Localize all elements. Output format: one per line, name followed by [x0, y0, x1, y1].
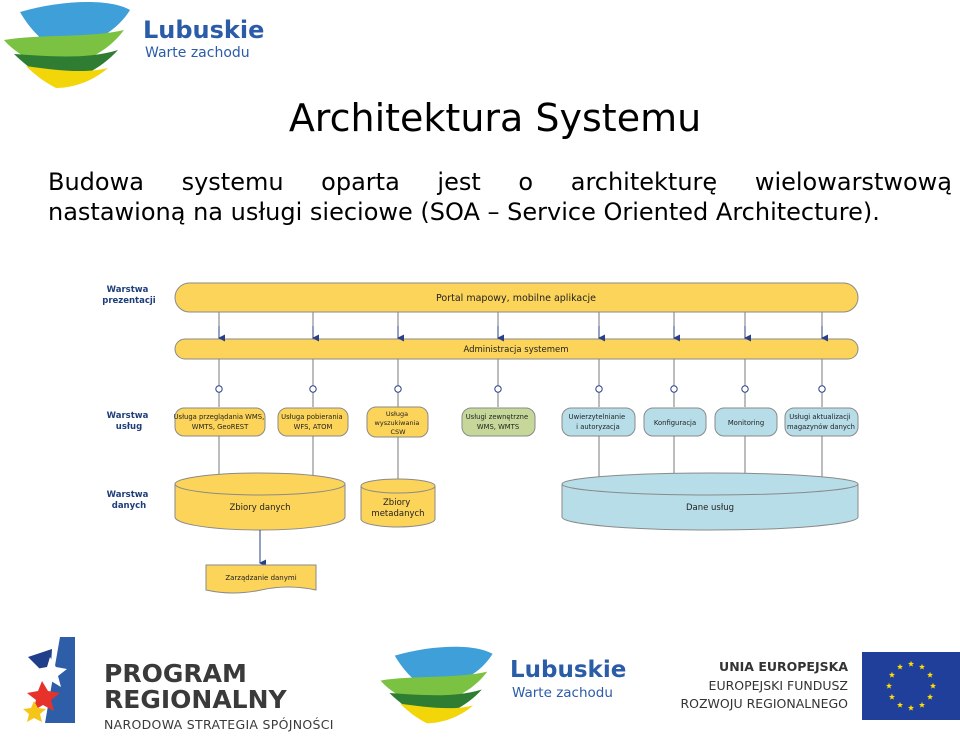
program-subtitle: NARODOWA STRATEGIA SPÓJNOŚCI — [104, 717, 334, 732]
footer-program-logo: PROGRAM REGIONALNY NARODOWA STRATEGIA SP… — [20, 635, 340, 735]
service-box-external: Usługi zewnętrzne WMS, WMTS — [461, 407, 536, 437]
eu-star-icon — [896, 701, 904, 708]
interface-circles — [215, 385, 826, 393]
program-regionalny-emblem-icon — [23, 637, 75, 723]
layer-label-data: Warstwa danych — [107, 490, 152, 511]
connector-lines — [218, 312, 823, 341]
service-box-update: Usługi aktualizacji magazynów danych — [784, 407, 859, 437]
lubuskie-emblem-icon — [380, 646, 493, 724]
svg-text:Zbiory metadanych: Zbiory metadanych — [371, 498, 424, 519]
diagram-canvas: Warstwa prezentacji Warstwa usług Warstw… — [102, 282, 859, 594]
portal-bar-label: Portal mapowy, mobilne aplikacje — [436, 293, 596, 304]
eu-star-icon — [918, 701, 926, 708]
svg-text:Dane usług: Dane usług — [686, 503, 734, 513]
management-document: Zarządzanie danymi — [205, 564, 317, 594]
program-line-1: PROGRAM — [104, 659, 247, 688]
eu-flag-icon — [862, 652, 960, 720]
eu-star-icon — [907, 704, 915, 711]
store-meta-cylinder: Zbiory metadanych — [360, 478, 436, 528]
service-box-config: Konfiguracja — [643, 407, 707, 437]
header-logo: Lubuskie Warte zachodu — [0, 0, 264, 90]
eu-star-icon — [885, 682, 893, 689]
eu-star-icon — [927, 671, 934, 678]
footer-lubuskie-tagline: Warte zachodu — [512, 685, 613, 701]
store-main-cylinder: Zbiory danych — [174, 472, 346, 531]
footer-lubuskie-name: Lubuskie — [510, 657, 627, 683]
svg-text:Konfiguracja: Konfiguracja — [654, 419, 696, 427]
svg-text:Usługa pobierania WFS,: Usługa pobierania WFS, ATOM — [281, 413, 345, 431]
portal-bar — [174, 282, 859, 313]
store-service-cylinder: Dane usług — [561, 472, 859, 531]
slide-title: Architektura Systemu — [288, 96, 702, 140]
layer-label-presentation: Warstwa prezentacji — [102, 285, 156, 306]
admin-bar — [174, 338, 859, 360]
program-line-2: REGIONALNY — [104, 685, 287, 714]
architecture-diagram: Warstwa prezentacji Warstwa usług Warstw… — [0, 270, 960, 610]
header-logo-tagline: Warte zachodu — [145, 45, 250, 61]
eu-star-icon — [927, 693, 934, 700]
eu-star-icon — [896, 663, 904, 670]
eu-star-icon — [888, 671, 895, 678]
svg-text:Usługi aktualizacji ma: Usługi aktualizacji magazynów danych — [787, 413, 855, 431]
eu-star-icon — [929, 682, 937, 689]
footer-eu-logo: UNIA EUROPEJSKA EUROPEJSKI FUNDUSZ ROZWO… — [660, 652, 960, 732]
eu-line-2: EUROPEJSKI FUNDUSZ — [708, 678, 848, 693]
lubuskie-emblem-icon — [4, 1, 130, 88]
svg-text:Usługa przeglądania WMS,: Usługa przeglądania WMS, WMTS, GeoREST — [174, 413, 267, 431]
service-box-wms: Usługa przeglądania WMS, WMTS, GeoREST — [174, 407, 267, 437]
service-box-auth: Uwierzytelnianie i autoryzacja — [561, 407, 636, 437]
service-box-download: Usługa pobierania WFS, ATOM — [277, 407, 349, 437]
eu-star-icon — [888, 693, 895, 700]
eu-star-icon — [907, 660, 915, 667]
arrows-to-admin — [218, 326, 828, 342]
service-box-monitoring: Monitoring — [714, 407, 778, 437]
header-logo-name: Lubuskie — [143, 16, 265, 44]
svg-text:Uwierzytelnianie i aut: Uwierzytelnianie i autoryzacja — [569, 413, 628, 431]
svg-text:Usługa wyszukiwania: Usługa wyszukiwania CSW — [375, 410, 422, 436]
svg-text:Usługi zewnętrzne WMS,: Usługi zewnętrzne WMS, WMTS — [466, 413, 531, 431]
eu-star-icon — [918, 663, 926, 670]
svg-text:Zarządzanie danymi: Zarządzanie danymi — [225, 574, 296, 582]
service-box-search: Usługa wyszukiwania CSW — [366, 406, 429, 438]
intro-line-1: Budowa systemu oparta jest o architektur… — [48, 168, 952, 196]
footer-lubuskie-logo: Lubuskie Warte zachodu — [372, 645, 632, 725]
eu-line-3: ROZWOJU REGIONALNEGO — [680, 696, 848, 711]
admin-bar-label: Administracja systemem — [463, 345, 568, 355]
layer-label-services: Warstwa usług — [107, 411, 152, 432]
eu-line-1: UNIA EUROPEJSKA — [719, 659, 848, 674]
svg-text:Monitoring: Monitoring — [728, 419, 764, 427]
svg-text:Zbiory danych: Zbiory danych — [229, 503, 290, 513]
service-to-store-lines — [218, 436, 823, 481]
intro-line-2: nastawioną na usługi sieciowe (SOA – Ser… — [48, 198, 880, 226]
interface-lines — [218, 358, 823, 407]
